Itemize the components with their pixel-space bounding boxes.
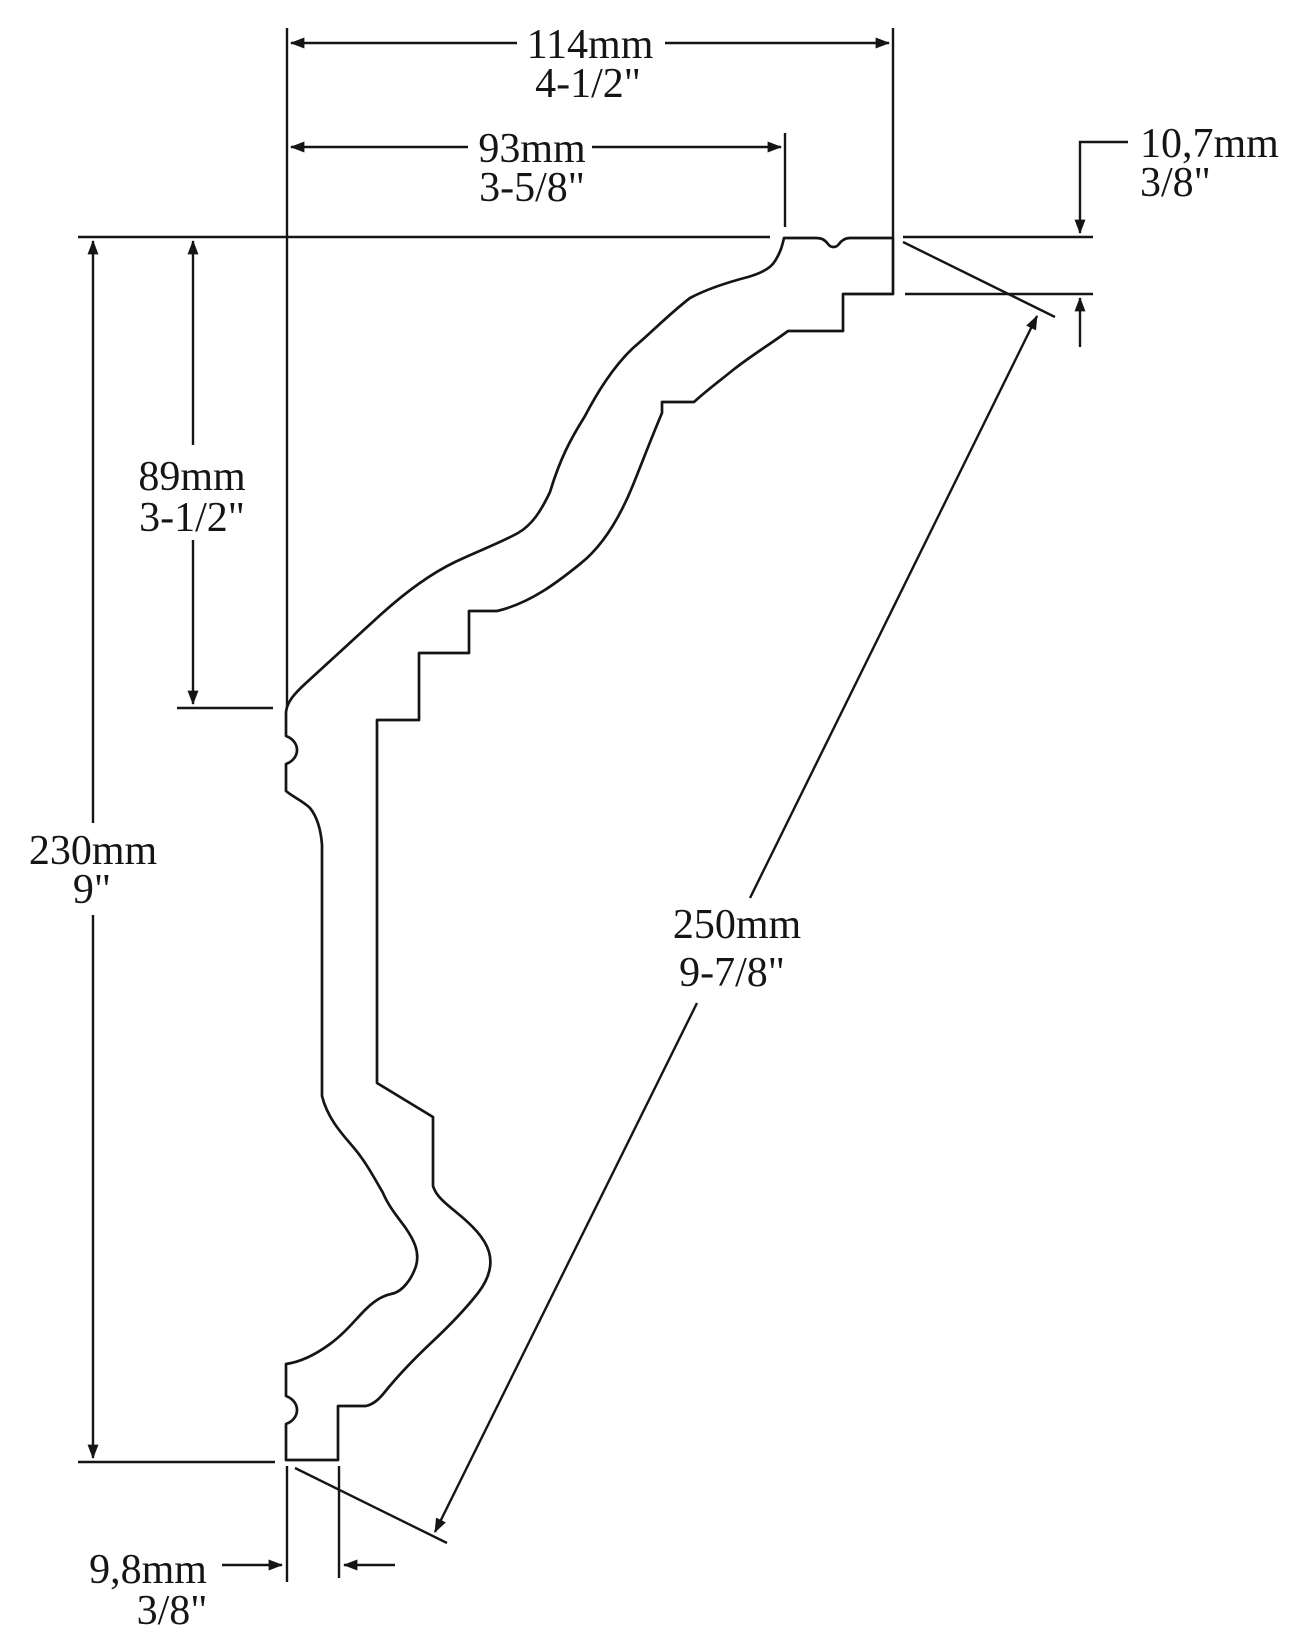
face-extension-bottom [294, 1466, 448, 1545]
upper-height-label-mm: 89mm [138, 454, 246, 500]
upper-width-label-mm: 93mm [478, 126, 586, 172]
top-thickness-label-inch: 3/8" [1140, 160, 1211, 206]
face-length-label-inch: 9-7/8" [679, 950, 785, 996]
crown-moulding-profile-outline [284, 236, 895, 1462]
extension-lines [78, 28, 1093, 1582]
face-length-dim-lower [433, 1002, 699, 1533]
overall-height-label-inch: 9" [73, 867, 111, 913]
face-length-label-mm: 250mm [673, 902, 802, 948]
upper-width-label-inch: 3-5/8" [479, 165, 585, 211]
overall-height-label-mm: 230mm [29, 828, 158, 874]
overall-width-label-inch: 4-1/2" [535, 61, 641, 107]
bottom-thickness-label-mm: 9,8mm [89, 1547, 207, 1593]
dimension-lines [87, 37, 1128, 1571]
top-thickness-leader [1074, 140, 1128, 235]
upper-height-label-inch: 3-1/2" [139, 495, 245, 541]
overall-width-label-mm: 114mm [527, 22, 654, 68]
top-thickness-label-mm: 10,7mm [1140, 121, 1279, 167]
dimension-labels: 114mm 4-1/2" 93mm 3-5/8" 10,7mm 3/8" 89m… [29, 22, 1279, 1634]
face-length-dim-upper [748, 315, 1039, 899]
bottom-thickness-label-inch: 3/8" [137, 1588, 208, 1634]
face-extension-top [902, 240, 1056, 319]
